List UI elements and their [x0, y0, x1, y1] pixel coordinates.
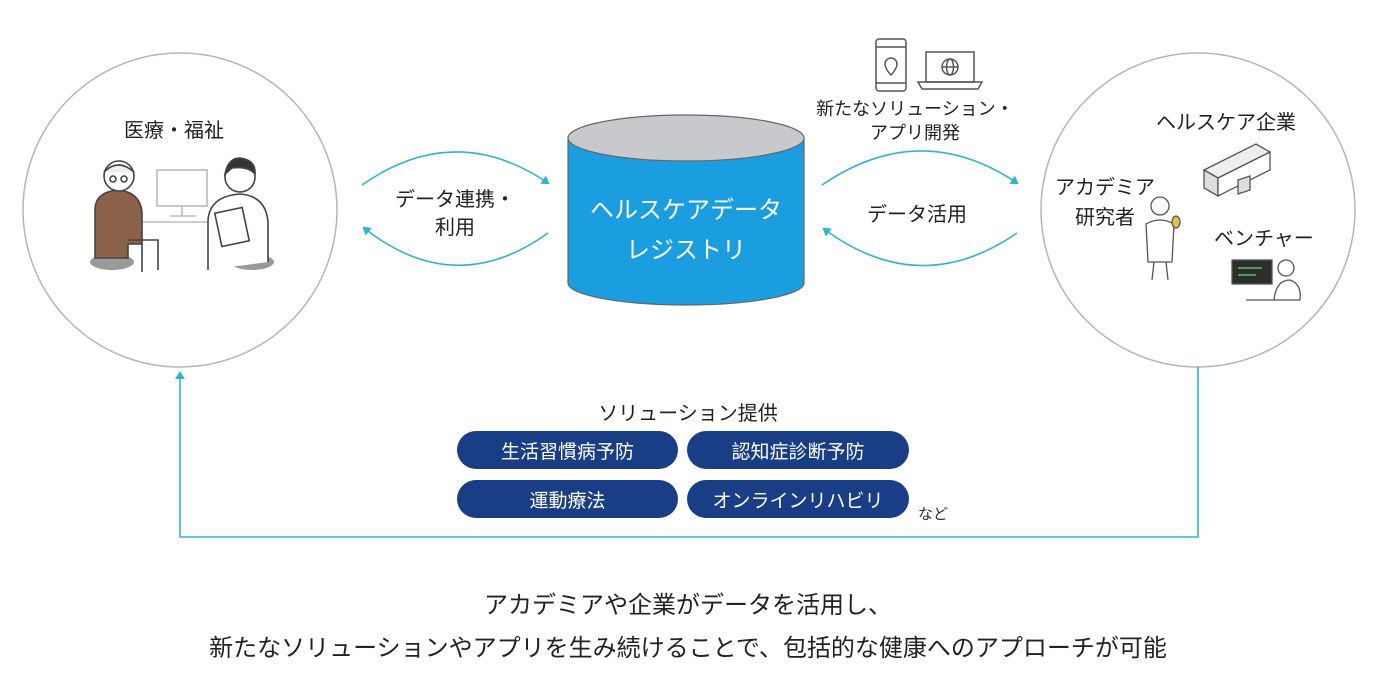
data-link-label-line1: データ連携・	[395, 187, 515, 211]
company-building-icon	[1202, 143, 1272, 198]
arrow-left-to-db	[361, 151, 550, 186]
venture-worker-icon	[1231, 259, 1301, 301]
footer-line1: アカデミアや企業がデータを活用し、	[484, 591, 892, 619]
solution-pill-exercise-therapy: 運動療法	[457, 480, 678, 518]
left-circle	[22, 52, 338, 368]
data-link-label: データ連携・ 利用	[390, 185, 520, 241]
venture-label: ベンチャー	[1214, 226, 1314, 250]
app-development-line1: 新たなソリューション・	[816, 99, 1014, 120]
laptop-icon	[916, 51, 984, 90]
registry-title-line2: レジストリ	[626, 236, 746, 264]
academia-label: アカデミア 研究者	[1050, 172, 1160, 232]
smartphone-icon	[875, 38, 907, 92]
footer-line2: 新たなソリューションやアプリを生み続けることで、包括的な健康へのアプローチが可能	[209, 634, 1167, 662]
arrow-db-to-right	[821, 150, 1019, 186]
solution-pill-online-rehab: オンラインリハビリ	[687, 480, 909, 518]
return-loop-line	[175, 367, 1199, 538]
academia-label-line1: アカデミア	[1055, 175, 1155, 199]
healthcare-company-label: ヘルスケア企業	[1156, 110, 1296, 134]
medical-welfare-label: 医療・福祉	[124, 118, 224, 142]
registry-title-line1: ヘルスケアデータ	[590, 196, 782, 224]
arrow-db-to-left	[362, 226, 549, 267]
solution-pill-dementia: 認知症診断予防	[687, 431, 909, 469]
solution-pill-lifestyle-disease: 生活習慣病予防	[457, 431, 678, 469]
solutions-title: ソリューション提供	[598, 401, 778, 425]
app-development-label: 新たなソリューション・ アプリ開発	[800, 98, 1030, 146]
academia-label-line2: 研究者	[1075, 205, 1135, 229]
solutions-etc: など	[918, 505, 949, 523]
arrow-right-to-db	[822, 227, 1018, 267]
researcher-icon	[1145, 196, 1181, 281]
registry-title: ヘルスケアデータ レジストリ	[568, 190, 804, 270]
data-link-label-line2: 利用	[435, 215, 475, 239]
app-development-line2: アプリ開発	[870, 123, 960, 144]
medical-consultation-icon	[90, 157, 274, 272]
database-cylinder	[567, 114, 805, 306]
data-usage-label: データ活用	[867, 202, 967, 226]
